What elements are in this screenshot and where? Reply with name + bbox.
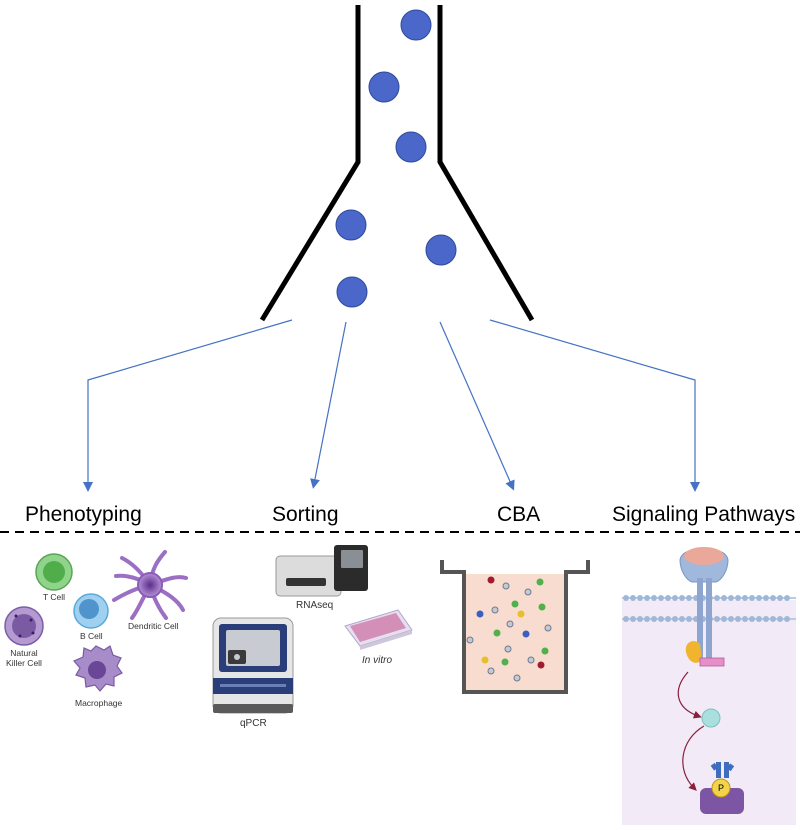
phospholipid-head — [721, 595, 727, 601]
phospholipid-head — [658, 595, 664, 601]
phospholipid-head — [777, 616, 783, 622]
label-t-cell: T Cell — [43, 592, 66, 602]
phospholipid-head — [742, 595, 748, 601]
arrow-to-signaling — [489, 319, 700, 492]
label-b-cell: B Cell — [80, 631, 103, 641]
cba-beads — [476, 576, 549, 669]
phospholipid-head — [665, 595, 671, 601]
receptor-icon — [679, 547, 729, 658]
label-nk-cell: Natural Killer Cell — [4, 648, 44, 668]
phospholipid-head — [651, 616, 657, 622]
phospholipid-head — [742, 616, 748, 622]
label-phospho: P — [718, 783, 725, 793]
nk-cell-icon — [4, 606, 44, 646]
phospholipid-head — [763, 595, 769, 601]
phospholipid-head — [651, 595, 657, 601]
phospholipid-head — [686, 595, 692, 601]
phospholipid-head — [756, 616, 762, 622]
phospholipid-head — [784, 616, 790, 622]
heading-signaling-pathways: Signaling Pathways — [612, 503, 796, 526]
phospholipid-head — [777, 595, 783, 601]
dendritic-cell-icon — [112, 550, 188, 620]
kinase-icon — [685, 641, 702, 663]
target-protein-icon — [700, 762, 744, 814]
phospholipid-head — [623, 595, 629, 601]
sorting-instruments — [212, 545, 413, 714]
arrow-to-phenotyping — [83, 319, 293, 492]
phospholipid-head — [665, 616, 671, 622]
phospholipid-head — [770, 616, 776, 622]
heading-cba: CBA — [497, 503, 541, 526]
sequencer-icon — [275, 545, 368, 597]
branch-arrows — [83, 319, 700, 492]
phospholipid-head — [714, 616, 720, 622]
phospholipid-head — [735, 616, 741, 622]
b-cell-icon — [73, 593, 109, 629]
cba-well — [440, 560, 590, 694]
t-cell-icon — [35, 553, 73, 591]
phospholipid-head — [630, 595, 636, 601]
label-macrophage: Macrophage — [75, 698, 123, 708]
label-nk-cell-line1: Natural — [10, 648, 38, 658]
cell-particles — [335, 9, 457, 308]
messenger-icon — [701, 708, 721, 728]
phospholipid-head — [630, 616, 636, 622]
cell-particle — [395, 131, 427, 163]
phospholipid-head — [644, 616, 650, 622]
phospholipid-head — [686, 616, 692, 622]
label-in-vitro: In vitro — [362, 655, 393, 666]
arrow-to-sorting — [310, 321, 347, 489]
phospholipid-head — [658, 616, 664, 622]
cba-antibody-beads — [466, 582, 552, 682]
qpcr-machine-icon — [212, 617, 294, 714]
pathway-arrow-1 — [677, 671, 702, 719]
label-rnaseq: RNAseq — [296, 600, 334, 611]
macrophage-icon — [73, 645, 123, 692]
phospholipid-head — [721, 616, 727, 622]
phospholipid-head — [728, 616, 734, 622]
phospholipid-head — [623, 616, 629, 622]
cell-particle — [368, 71, 400, 103]
cell-particle — [400, 9, 432, 41]
phospholipid-head — [763, 616, 769, 622]
phospholipid-head — [637, 595, 643, 601]
phospholipid-head — [784, 595, 790, 601]
label-dendritic-cell: Dendritic Cell — [128, 621, 179, 631]
phospholipid-head — [770, 595, 776, 601]
phospholipid-head — [637, 616, 643, 622]
phenotyping-cells — [4, 550, 188, 692]
flow-nozzle — [259, 5, 535, 322]
phospholipid-head — [749, 616, 755, 622]
signaling-panel — [622, 547, 796, 825]
well-plate-icon — [344, 609, 413, 650]
phospholipid-head — [672, 595, 678, 601]
pathway-arrow-2 — [682, 725, 705, 791]
phospholipid-head — [749, 595, 755, 601]
phospholipid-head — [735, 595, 741, 601]
arrow-to-cba — [439, 321, 515, 491]
phospholipid-head — [679, 616, 685, 622]
phospholipid-head — [728, 595, 734, 601]
cell-particle — [336, 276, 368, 308]
cell-particle — [335, 209, 367, 241]
phospholipid-head — [756, 595, 762, 601]
heading-sorting: Sorting — [272, 503, 339, 526]
phospholipid-head — [644, 595, 650, 601]
phospholipid-head — [672, 616, 678, 622]
heading-phenotyping: Phenotyping — [25, 503, 142, 526]
phospholipid-head — [714, 595, 720, 601]
label-qpcr: qPCR — [240, 718, 267, 729]
label-nk-cell-line2: Killer Cell — [6, 658, 42, 668]
phospholipid-head — [679, 595, 685, 601]
adaptor-icon — [699, 657, 725, 667]
cell-particle — [425, 234, 457, 266]
